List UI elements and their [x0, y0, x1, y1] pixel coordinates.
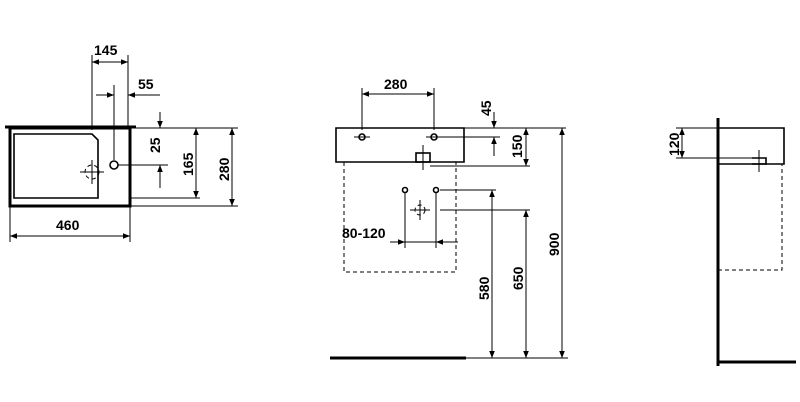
- dim-label-460: 460: [56, 217, 80, 233]
- dim-label-280-front: 280: [384, 76, 408, 92]
- dim-label-80-120: 80-120: [342, 225, 386, 241]
- dim-label-165: 165: [180, 152, 196, 176]
- dim-label-650: 650: [510, 266, 526, 290]
- dim-label-55: 55: [138, 76, 154, 92]
- bowl-inner-outline: [13, 133, 99, 199]
- basin-front-outline: [335, 127, 465, 163]
- dim-label-280-top: 280: [216, 157, 232, 181]
- supply-point-left-icon: [401, 186, 409, 194]
- front-view: 280 45 150 80-120 580 650 900: [330, 76, 568, 360]
- side-view: 120: [666, 118, 796, 366]
- dim-label-25: 25: [147, 137, 163, 153]
- tap-hole-icon: [109, 160, 119, 170]
- siphon-outline: [343, 162, 457, 273]
- dim-label-900: 900: [546, 232, 562, 256]
- side-dashed-outline: [718, 164, 783, 271]
- dim-label-45: 45: [478, 100, 494, 116]
- basin-top-outline: [8, 126, 132, 208]
- dim-label-150: 150: [509, 134, 525, 158]
- dim-label-120: 120: [666, 132, 682, 156]
- dim-label-145: 145: [94, 42, 118, 58]
- dim-label-580: 580: [476, 276, 492, 300]
- basin-side-outline: [718, 127, 785, 165]
- top-view: 145 55 25 165 280 460: [5, 42, 238, 242]
- supply-point-right-icon: [432, 186, 440, 194]
